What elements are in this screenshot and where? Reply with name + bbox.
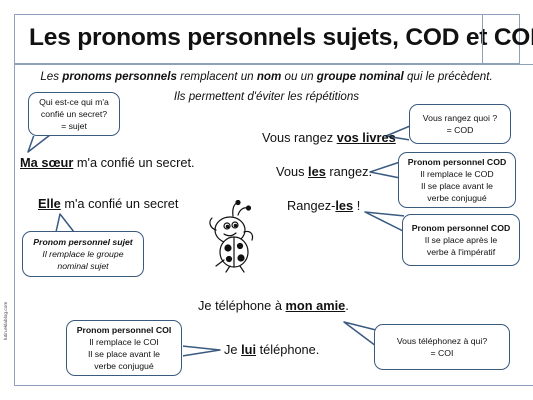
bubble-line: nominal sujet <box>57 261 109 271</box>
intro-keyword-groupe-nominal: groupe nominal <box>316 70 404 83</box>
subject-noun: Ma sœur <box>20 155 74 170</box>
sentence-text: Je <box>224 342 242 357</box>
intro-text: Les <box>40 70 63 83</box>
sentence-text: m'a confié un secret <box>60 196 179 211</box>
cod-noun: vos livres <box>336 130 396 145</box>
sentence-text: Je téléphone à <box>198 298 286 313</box>
page-title: Les pronoms personnels sujets, COD et CO… <box>29 24 533 51</box>
title-divider <box>482 15 483 63</box>
coi-sentence-1: Je téléphone à mon amie. <box>198 298 349 313</box>
bubble-line: = COD <box>446 125 474 135</box>
bubble-title: Pronom personnel COD <box>407 157 507 167</box>
bubble-title: Pronom personnel COI <box>76 325 172 335</box>
content-frame <box>14 64 533 386</box>
sentence-text: Vous <box>276 164 309 179</box>
bubble-line: verbe à l'impératif <box>426 247 496 257</box>
cod-question-bubble: Vous rangez quoi ? = COD <box>409 104 511 144</box>
intro-keyword-pronoms: pronoms personnels <box>62 70 177 83</box>
bubble-line: Vous téléphonez à qui? <box>396 336 488 346</box>
coi-rule-bubble: Pronom personnel COI Il remplace le COI … <box>66 320 182 376</box>
coi-sentence-2: Je lui téléphone. <box>224 342 319 357</box>
sentence-text: Vous rangez <box>262 130 337 145</box>
intro-text: remplacent un <box>176 70 257 83</box>
sentence-text: Rangez- <box>287 198 336 213</box>
coi-question-bubble: Vous téléphonez à qui? = COI <box>374 324 510 370</box>
cod-sentence-3: Rangez-les ! <box>287 198 360 213</box>
site-credit: lutin.eklablog.com <box>4 301 9 340</box>
bubble-line: Il se place avant le <box>88 349 160 359</box>
sentence-text: ! <box>353 198 361 213</box>
intro-line-2: Ils permettent d'éviter les répétitions <box>173 90 360 103</box>
cod-sentence-2: Vous les rangez. <box>276 164 372 179</box>
bubble-line: Il se place après le <box>424 235 498 245</box>
sujet-sentence-1: Ma sœur m'a confié un secret. <box>20 155 195 170</box>
intro-line-1: Les pronoms personnels remplacent un nom… <box>0 70 533 83</box>
cod-rule-bubble-2: Pronom personnel COD Il se place après l… <box>402 214 520 266</box>
cod-sentence-1: Vous rangez vos livres <box>262 130 396 145</box>
bubble-line: Qui est-ce qui m'a <box>39 97 109 107</box>
coi-noun: mon amie <box>285 298 346 313</box>
bubble-line: verbe conjugué <box>94 361 154 371</box>
bubble-line: = COI <box>430 348 454 358</box>
sentence-text: m'a confié un secret. <box>73 155 195 170</box>
bubble-line: Il remplace le groupe <box>42 249 124 259</box>
bubble-line: confié un secret? <box>40 109 108 119</box>
bubble-line: Il se place avant le <box>421 181 493 191</box>
cod-pronoun: les <box>308 164 326 179</box>
cod-pronoun: les <box>335 198 354 213</box>
sujet-rule-bubble: Pronom personnel sujet Il remplace le gr… <box>22 231 144 277</box>
intro-keyword-nom: nom <box>256 70 282 83</box>
sentence-text: . <box>345 298 349 313</box>
title-box: Les pronoms personnels sujets, COD et CO… <box>14 14 533 64</box>
bubble-line: Vous rangez quoi ? <box>422 113 498 123</box>
sujet-question-bubble: Qui est-ce qui m'a confié un secret? = s… <box>28 92 120 136</box>
subject-pronoun: Elle <box>38 196 61 211</box>
cod-rule-bubble-1: Pronom personnel COD Il remplace le COD … <box>398 152 516 208</box>
bubble-line: Il remplace le COI <box>89 337 159 347</box>
ladybug-illustration <box>209 200 254 273</box>
bubble-title: Pronom personnel sujet <box>33 237 133 247</box>
intro-text: qui le précèdent. <box>403 70 493 83</box>
bubble-line: verbe conjugué <box>427 193 487 203</box>
coi-pronoun: lui <box>241 342 257 357</box>
bubble-title: Pronom personnel COD <box>411 223 511 233</box>
bubble-line: = sujet <box>61 121 87 131</box>
sujet-sentence-2: Elle m'a confié un secret <box>38 196 178 211</box>
sentence-text: rangez. <box>325 164 373 179</box>
sentence-text: téléphone. <box>256 342 320 357</box>
intro-text: ou un <box>281 70 317 83</box>
bubble-line: Il remplace le COD <box>420 169 494 179</box>
